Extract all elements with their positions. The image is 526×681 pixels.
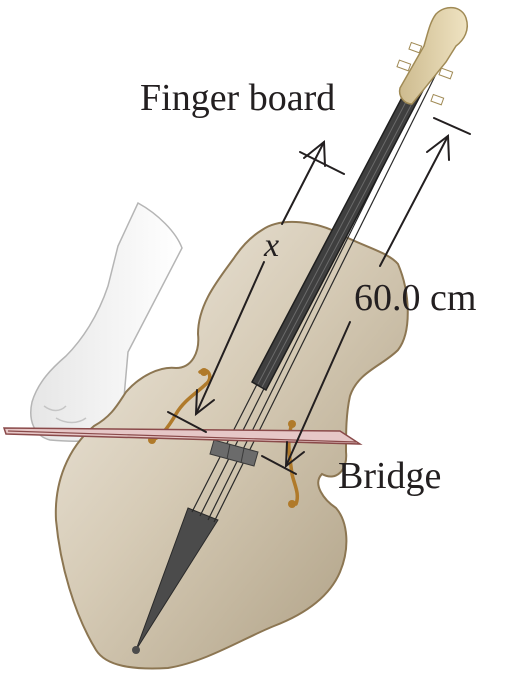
tailpiece [132,507,219,654]
dimension-60cm [261,117,471,475]
scroll-pegbox [396,6,468,106]
distance-variable-label: x [263,227,279,264]
length-label: 60.0 cm [354,277,476,319]
bridge [209,439,259,467]
dimension-x [167,139,345,433]
bridge-label: Bridge [338,455,441,497]
finger-board-label: Finger board [140,77,335,119]
